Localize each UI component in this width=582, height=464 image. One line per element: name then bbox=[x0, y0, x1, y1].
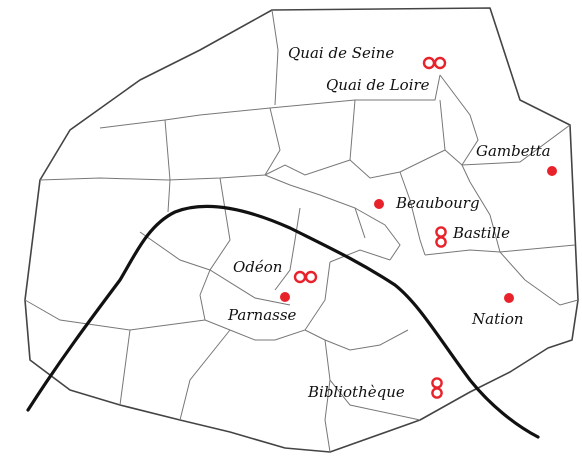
place-label: Bastille bbox=[452, 224, 510, 242]
place-label: Quai de Loire bbox=[326, 76, 430, 94]
dot-marker bbox=[504, 293, 514, 303]
river-seine bbox=[26, 204, 540, 439]
place-label: Quai de Seine bbox=[288, 44, 394, 62]
place-bastille: Bastille bbox=[435, 224, 510, 248]
double-circle-marker bbox=[422, 56, 447, 70]
place-gambetta: Gambetta bbox=[476, 142, 557, 176]
place-parnasse: Parnasse bbox=[227, 292, 297, 324]
district-borders bbox=[24, 9, 579, 453]
place-label: Nation bbox=[471, 310, 524, 328]
double-circle-marker bbox=[293, 270, 318, 284]
place-odeon: Odéon bbox=[233, 258, 318, 284]
place-nation: Nation bbox=[471, 293, 524, 328]
place-label: Gambetta bbox=[476, 142, 551, 160]
place-label: Odéon bbox=[233, 258, 282, 276]
double-circle-marker bbox=[431, 377, 443, 399]
city-boundary bbox=[24, 7, 579, 453]
dot-marker bbox=[280, 292, 290, 302]
place-quai-de-loire: Quai de Loire bbox=[326, 76, 430, 94]
double-circle-marker bbox=[435, 226, 447, 248]
place-bibliotheque: Bibliothèque bbox=[307, 377, 443, 401]
place-quai-de-seine: Quai de Seine bbox=[288, 44, 447, 70]
place-label: Beaubourg bbox=[395, 194, 480, 212]
place-label: Parnasse bbox=[227, 306, 297, 324]
dot-marker bbox=[547, 166, 557, 176]
place-beaubourg: Beaubourg bbox=[374, 194, 480, 212]
place-label: Bibliothèque bbox=[307, 383, 405, 401]
dot-marker bbox=[374, 199, 384, 209]
